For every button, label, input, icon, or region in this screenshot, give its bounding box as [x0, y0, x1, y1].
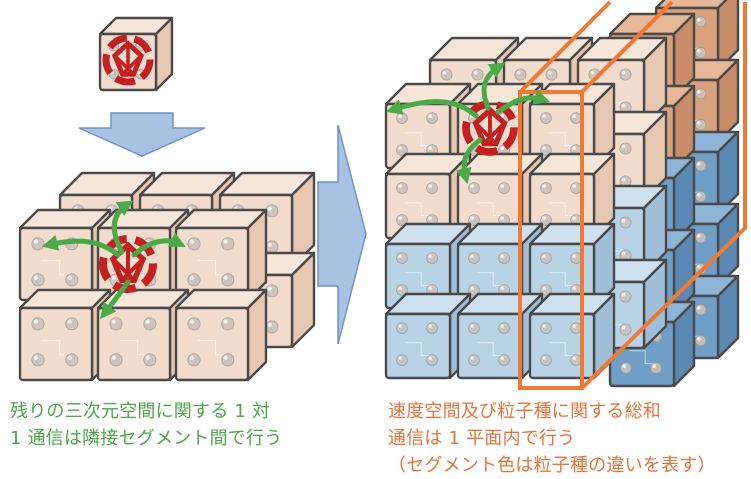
green-arrow	[455, 137, 483, 185]
green-arrow	[41, 235, 121, 258]
cube-segment	[18, 288, 112, 382]
right-caption: 速度空間及び粒子種に関する総和 通信は 1 平面内で行う （セグメント色は粒子種…	[388, 401, 716, 476]
particle-markers	[99, 34, 518, 293]
particle-icon	[99, 235, 157, 293]
right-arrow	[317, 124, 367, 345]
green-arrow	[111, 200, 134, 255]
cube-segment	[528, 222, 616, 310]
cube-segment	[384, 152, 472, 240]
cube-blocks	[18, 0, 740, 388]
down-arrow	[78, 112, 206, 157]
green-arrow	[100, 279, 131, 319]
left-caption: 残りの三次元空間に関する 1 対 1 通信は隣接セグメント間で行う	[10, 401, 283, 449]
green-arrow	[495, 89, 551, 115]
particle-icon	[462, 100, 518, 156]
cube-segment	[96, 208, 190, 302]
particle-icon	[102, 34, 154, 86]
cube-segment	[528, 292, 616, 380]
cube-segment	[174, 288, 268, 382]
cube-segment	[528, 152, 616, 240]
green-arrow	[481, 62, 506, 111]
cube-segment	[18, 208, 112, 302]
plane-highlight-slab	[518, 0, 747, 390]
green-arrow	[131, 232, 186, 258]
communication-arrows	[41, 62, 551, 319]
cube-segment	[174, 208, 268, 302]
green-arrow	[385, 99, 479, 119]
